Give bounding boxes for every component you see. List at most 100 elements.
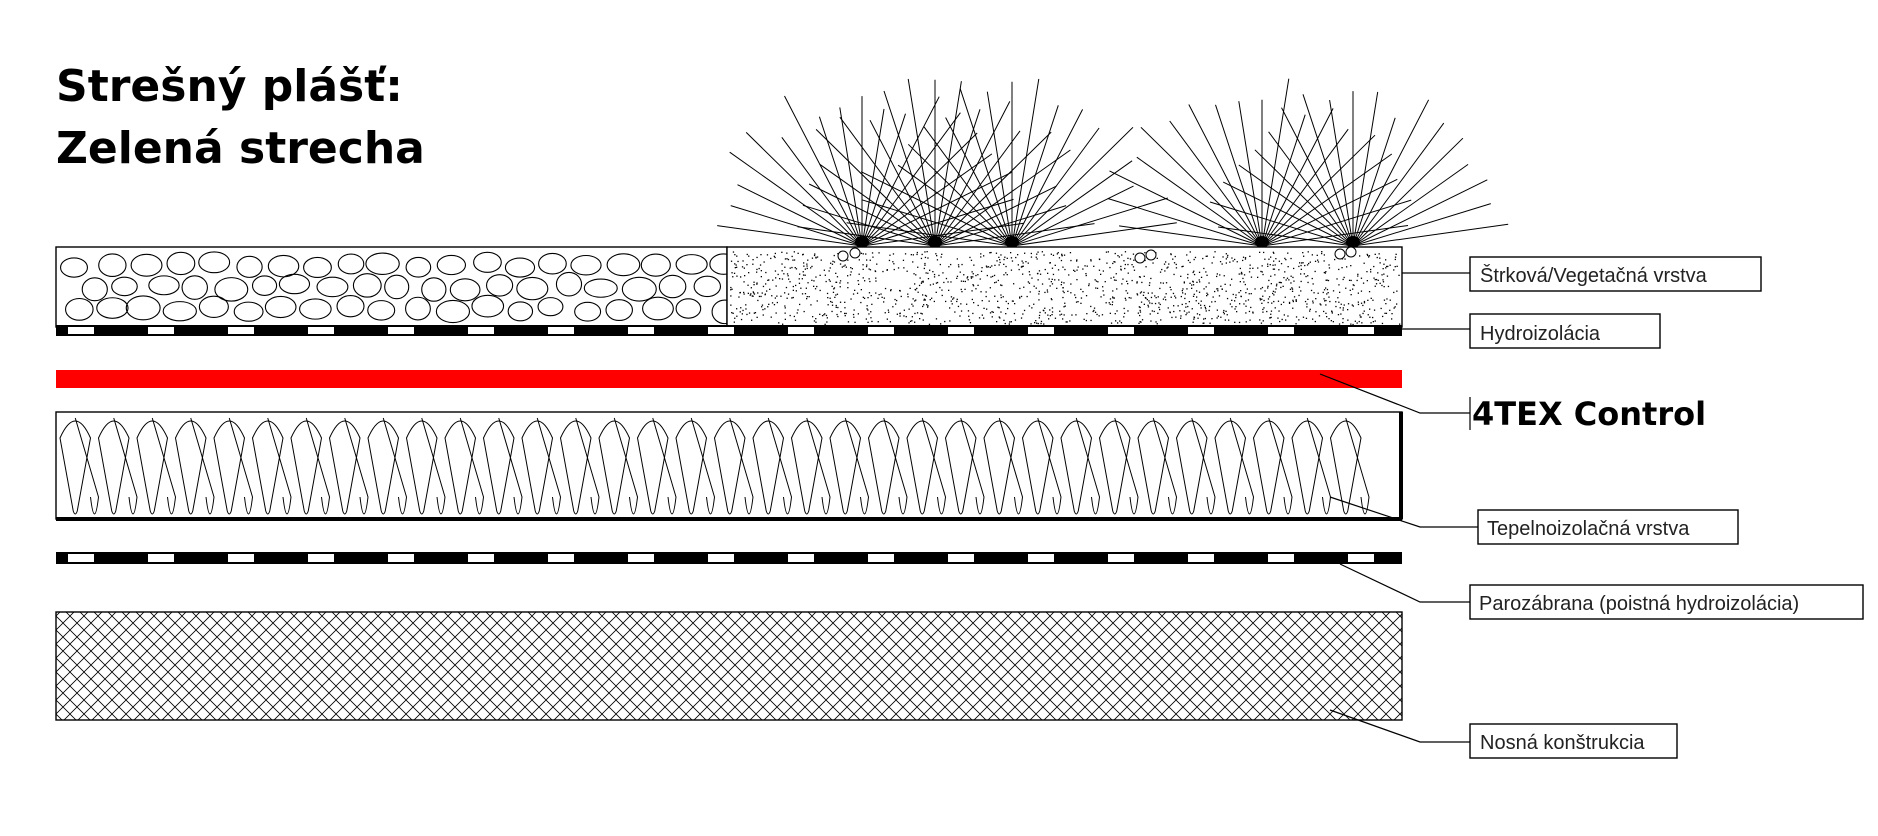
leader-vapor [1339, 563, 1470, 603]
stipple-dot [1372, 321, 1374, 323]
gravel-stone [621, 276, 657, 302]
stipple-dot [1112, 297, 1114, 299]
pebble [849, 247, 861, 259]
stipple-dot [1118, 256, 1120, 258]
stipple-dot [1202, 322, 1204, 324]
stipple-dot [1231, 299, 1233, 301]
stipple-dot [757, 292, 759, 294]
stipple-dot [949, 320, 951, 322]
stipple-dot [1386, 298, 1388, 300]
gravel-stone [516, 276, 549, 301]
stipple-dot [1324, 300, 1326, 302]
stipple-dot [923, 298, 926, 300]
stipple-dot [970, 259, 973, 261]
stipple-dot [1175, 316, 1177, 318]
pebble [1345, 246, 1357, 258]
stipple-dot [1285, 319, 1287, 321]
stipple-dot [1143, 291, 1145, 294]
stipple-dot [920, 282, 923, 284]
stipple-dot [1336, 278, 1338, 280]
stipple-dot [806, 265, 808, 267]
stipple-dot [1244, 257, 1247, 259]
stipple-dot [730, 295, 732, 297]
insulation-loop [636, 420, 669, 515]
stipple-dot [892, 306, 894, 308]
stipple-dot [753, 284, 755, 286]
gravel-stone [162, 301, 197, 322]
stipple-dot [1231, 257, 1233, 259]
stipple-dot [1034, 322, 1036, 324]
stipple-dot [1317, 292, 1319, 294]
stipple-dot [1149, 302, 1151, 304]
plant-base [1255, 236, 1269, 248]
stipple-dot [1187, 273, 1189, 276]
stipple-dot [1086, 313, 1088, 315]
stipple-dot [1167, 307, 1169, 309]
stipple-dot [1112, 290, 1114, 292]
stipple-dot [810, 304, 812, 306]
stipple-dot [916, 253, 918, 256]
stipple-dot [1317, 261, 1320, 263]
label-vapor-barrier: Parozábrana (poistná hydroizolácia) [1479, 593, 1799, 615]
stipple-dot [801, 278, 803, 280]
stipple-dot [916, 287, 918, 290]
stipple-dot [1133, 269, 1136, 271]
insulation-loop [344, 417, 369, 515]
stipple-dot [1085, 274, 1087, 277]
gravel-stone [473, 251, 502, 273]
gravel-stone [60, 257, 88, 278]
stipple-dot [1033, 303, 1035, 305]
stipple-dot [816, 300, 818, 302]
stipple-dot [1101, 314, 1104, 316]
strip-gap [628, 554, 654, 562]
stipple-dot [1229, 261, 1231, 263]
stipple-dot [746, 264, 748, 266]
stipple-dot [1094, 279, 1096, 281]
stipple-dot [850, 298, 852, 300]
stipple-dot [990, 251, 992, 254]
stipple-dot [783, 273, 785, 275]
stipple-dot [750, 287, 752, 289]
plant-blade [1222, 181, 1354, 247]
stipple-dot [1113, 279, 1116, 281]
stipple-dot [989, 312, 992, 314]
strip-gap [308, 327, 334, 334]
stipple-dot [912, 305, 914, 307]
stipple-dot [786, 297, 788, 299]
stipple-dot [1009, 321, 1011, 323]
stipple-dot [1306, 303, 1308, 305]
gravel-stone [606, 253, 641, 277]
stipple-dot [802, 271, 804, 273]
vapor-barrier-strip [56, 552, 1402, 564]
stipple-dot [1029, 291, 1031, 293]
stipple-dot [1267, 298, 1270, 300]
stipple-dot [1005, 313, 1007, 315]
stipple-dot [1240, 271, 1243, 274]
stipple-dot [1060, 284, 1062, 286]
stipple-dot [860, 301, 862, 304]
insulation-loop [613, 417, 639, 515]
insulation-loop [405, 420, 438, 515]
stipple-dot [1027, 262, 1029, 264]
stipple-dot [1259, 299, 1262, 301]
stipple-dot [1386, 275, 1389, 277]
stipple-dot [883, 301, 885, 303]
stipple-dot [820, 259, 822, 261]
stipple-dot [1170, 296, 1172, 298]
stipple-dot [1358, 320, 1360, 323]
stipple-dot [948, 266, 950, 268]
stipple-dot [1321, 251, 1323, 253]
insulation-loop [1114, 417, 1139, 515]
stipple-dot [1316, 254, 1318, 256]
stipple-dot [1000, 284, 1002, 286]
stipple-dot [1332, 321, 1334, 323]
membrane-4tex [56, 370, 1402, 388]
stipple-dot [1252, 267, 1254, 269]
insulation-loop [598, 420, 631, 515]
stipple-dot [922, 280, 924, 282]
stipple-dot [1185, 306, 1187, 308]
stipple-dot [1114, 252, 1116, 255]
stipple-dot [870, 311, 872, 313]
stipple-dot [1033, 285, 1035, 287]
stipple-dot [1232, 260, 1234, 262]
